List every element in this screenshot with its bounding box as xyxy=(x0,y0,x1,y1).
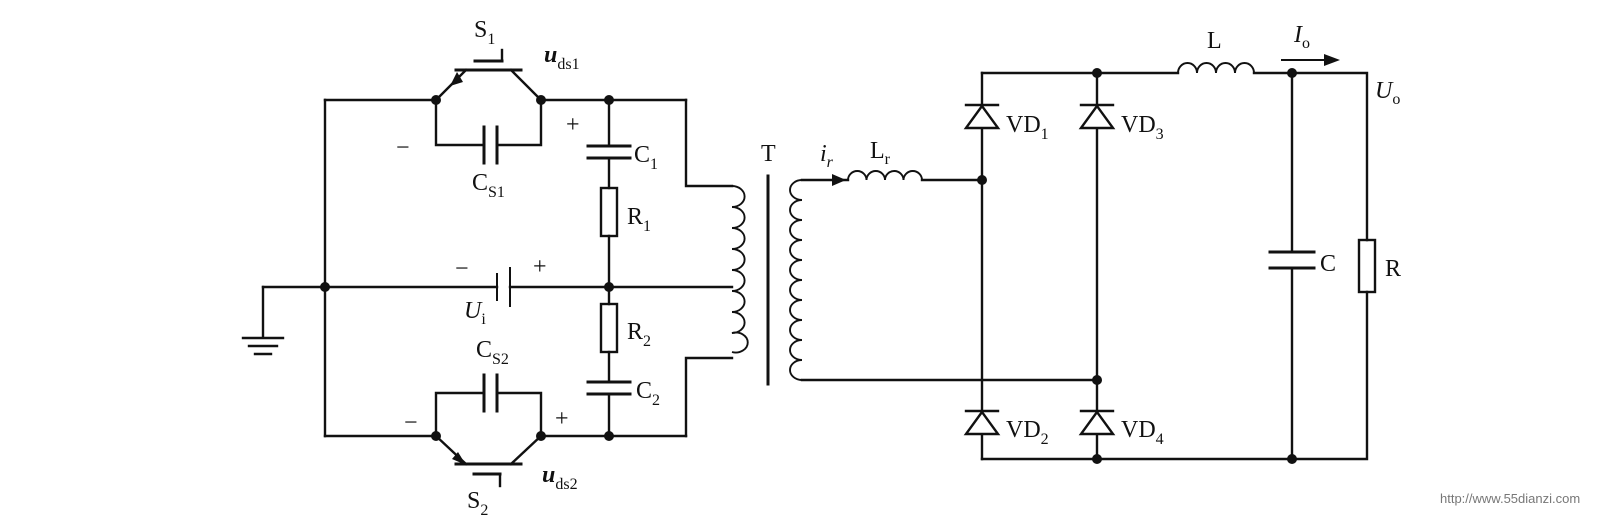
transformer-primary-winding xyxy=(731,185,749,354)
capacitor-c xyxy=(1268,250,1316,270)
cs1-minus: − xyxy=(396,135,410,161)
io-label: Io xyxy=(1293,22,1310,52)
s1-label: S1 xyxy=(474,17,495,48)
r-label: R xyxy=(1385,256,1401,282)
dc-source-ui xyxy=(496,267,511,307)
diode-vd1 xyxy=(963,103,1001,130)
vd3-label: VD3 xyxy=(1121,112,1164,143)
cs2-plus: + xyxy=(555,406,569,432)
primary-nodes xyxy=(320,95,614,441)
ui-label: Ui xyxy=(464,298,486,328)
cs2-minus: − xyxy=(404,410,418,436)
vd4-label: VD4 xyxy=(1121,417,1164,448)
inductor-lr xyxy=(847,170,923,181)
r2-label: R2 xyxy=(627,319,651,350)
cs2-label: CS2 xyxy=(476,337,509,368)
l-label: L xyxy=(1207,28,1222,54)
ground-icon xyxy=(241,336,285,356)
uds2-label: uds2 xyxy=(542,462,578,493)
cs1-plus: + xyxy=(566,112,580,138)
inductor-l xyxy=(1177,62,1255,74)
uo-label: Uo xyxy=(1375,78,1400,108)
ir-arrow xyxy=(811,174,846,186)
secondary-wiring xyxy=(800,71,1369,461)
secondary-nodes xyxy=(977,68,1297,464)
vd1-label: VD1 xyxy=(1006,112,1049,143)
resistor-r2 xyxy=(599,302,619,354)
watermark: http://www.55dianzi.com xyxy=(1440,491,1580,506)
ir-label: ir xyxy=(820,141,834,171)
c2-label: C2 xyxy=(636,378,660,409)
capacitor-cs2 xyxy=(482,373,499,413)
switch-s1 xyxy=(434,48,543,102)
diode-vd4 xyxy=(1078,409,1116,436)
cs1-label: CS1 xyxy=(472,170,505,201)
ui-minus: − xyxy=(455,256,469,282)
s2-label: S2 xyxy=(467,488,488,519)
diode-vd3 xyxy=(1078,103,1116,130)
switch-s2 xyxy=(434,434,543,488)
io-arrow xyxy=(1281,54,1340,66)
ui-plus: + xyxy=(533,254,547,280)
capacitor-cs1 xyxy=(482,125,499,165)
uds1-label: uds1 xyxy=(544,42,580,73)
transformer-secondary-winding xyxy=(789,179,803,381)
r1-label: R1 xyxy=(627,204,651,235)
lr-label: Lr xyxy=(870,138,891,168)
capacitor-c1 xyxy=(586,144,632,160)
diode-vd2 xyxy=(963,409,1001,436)
resistor-r xyxy=(1357,238,1377,294)
c1-label: C1 xyxy=(634,142,658,173)
c-label: C xyxy=(1320,251,1336,277)
transformer-label: T xyxy=(761,141,776,167)
vd2-label: VD2 xyxy=(1006,417,1049,448)
capacitor-c2 xyxy=(586,380,632,396)
resistor-r1 xyxy=(599,186,619,238)
